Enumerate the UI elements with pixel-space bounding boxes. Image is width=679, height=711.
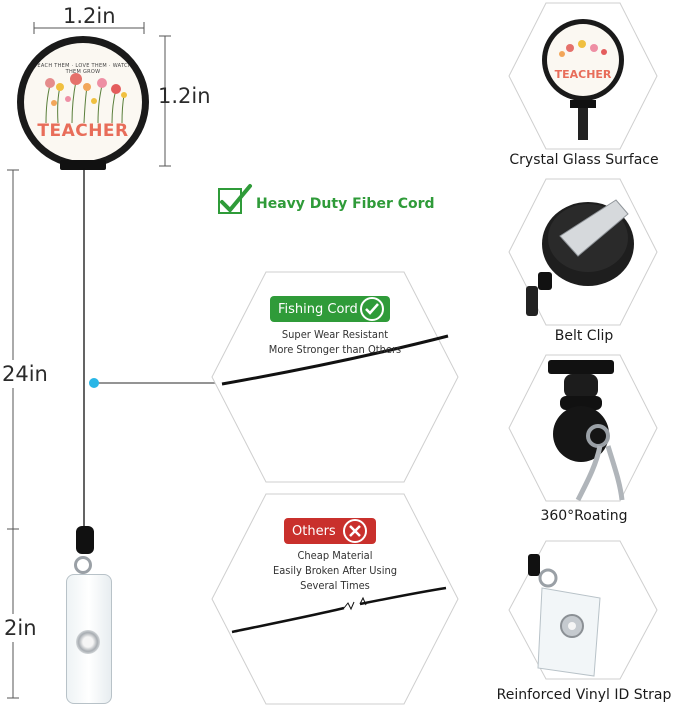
feature-label-vinyl-strap: Reinforced Vinyl ID Strap bbox=[496, 687, 672, 703]
height-dimension-line bbox=[159, 35, 171, 167]
fishing-cord-line2: More Stronger than Others bbox=[268, 343, 402, 356]
flower-illustration bbox=[45, 73, 127, 124]
fishing-cord-line1: Super Wear Resistant bbox=[281, 328, 389, 341]
others-line2: Easily Broken After Using bbox=[272, 564, 398, 577]
badge-title: TEACHER bbox=[37, 121, 129, 141]
heavy-duty-heading: Heavy Duty Fiber Cord bbox=[214, 184, 454, 220]
retractable-cord bbox=[83, 168, 85, 528]
heavy-duty-label: Heavy Duty Fiber Cord bbox=[256, 196, 435, 212]
bad-x-icon bbox=[343, 519, 367, 543]
fishing-cord-hexagon bbox=[211, 271, 459, 483]
width-dimension: 1.2in bbox=[28, 4, 148, 38]
good-check-icon bbox=[360, 297, 384, 321]
badge-reel-front: TEACH THEM · LOVE THEM · WATCH THEM GROW… bbox=[17, 36, 149, 168]
cord-stopper-bead bbox=[76, 526, 94, 554]
snap-button bbox=[76, 630, 100, 654]
badge-tagline: TEACH THEM · LOVE THEM · WATCH THEM GROW bbox=[34, 63, 132, 75]
height-label: 1.2in bbox=[158, 84, 211, 108]
others-line3: Several Times bbox=[300, 579, 370, 592]
checkmark-icon bbox=[220, 184, 252, 213]
feature-label-crystal-glass: Crystal Glass Surface bbox=[509, 152, 659, 168]
mini-badge-title: TEACHER bbox=[555, 68, 612, 81]
rotating-hexagon bbox=[508, 354, 658, 502]
reel-clip-base bbox=[60, 160, 106, 170]
cord-length-dimension-line bbox=[7, 169, 19, 699]
left-strap-assembly bbox=[58, 526, 118, 706]
split-ring bbox=[74, 556, 92, 574]
x-glyph bbox=[349, 525, 361, 537]
others-line1: Cheap Material bbox=[297, 549, 373, 562]
belt-clip-hexagon bbox=[508, 178, 658, 326]
width-label: 1.2in bbox=[63, 4, 116, 28]
fishing-cord-label: Fishing Cord bbox=[278, 301, 358, 317]
crystal-glass-hexagon: TEACHER bbox=[508, 2, 658, 150]
cord-length-label: 24in bbox=[2, 360, 48, 388]
cord-callout-pointer bbox=[89, 378, 216, 388]
badge-face: TEACH THEM · LOVE THEM · WATCH THEM GROW… bbox=[24, 43, 142, 161]
feature-label-belt-clip: Belt Clip bbox=[554, 328, 614, 344]
others-hexagon bbox=[211, 493, 459, 705]
feature-label-rotating: 360°Roating bbox=[540, 508, 628, 524]
width-dimension-line bbox=[33, 22, 145, 34]
strap-length-label: 2in bbox=[4, 614, 37, 642]
vinyl-strap-hexagon bbox=[508, 540, 658, 680]
check-glyph bbox=[365, 303, 379, 315]
check-box-icon bbox=[218, 188, 242, 214]
others-label: Others bbox=[292, 523, 336, 539]
